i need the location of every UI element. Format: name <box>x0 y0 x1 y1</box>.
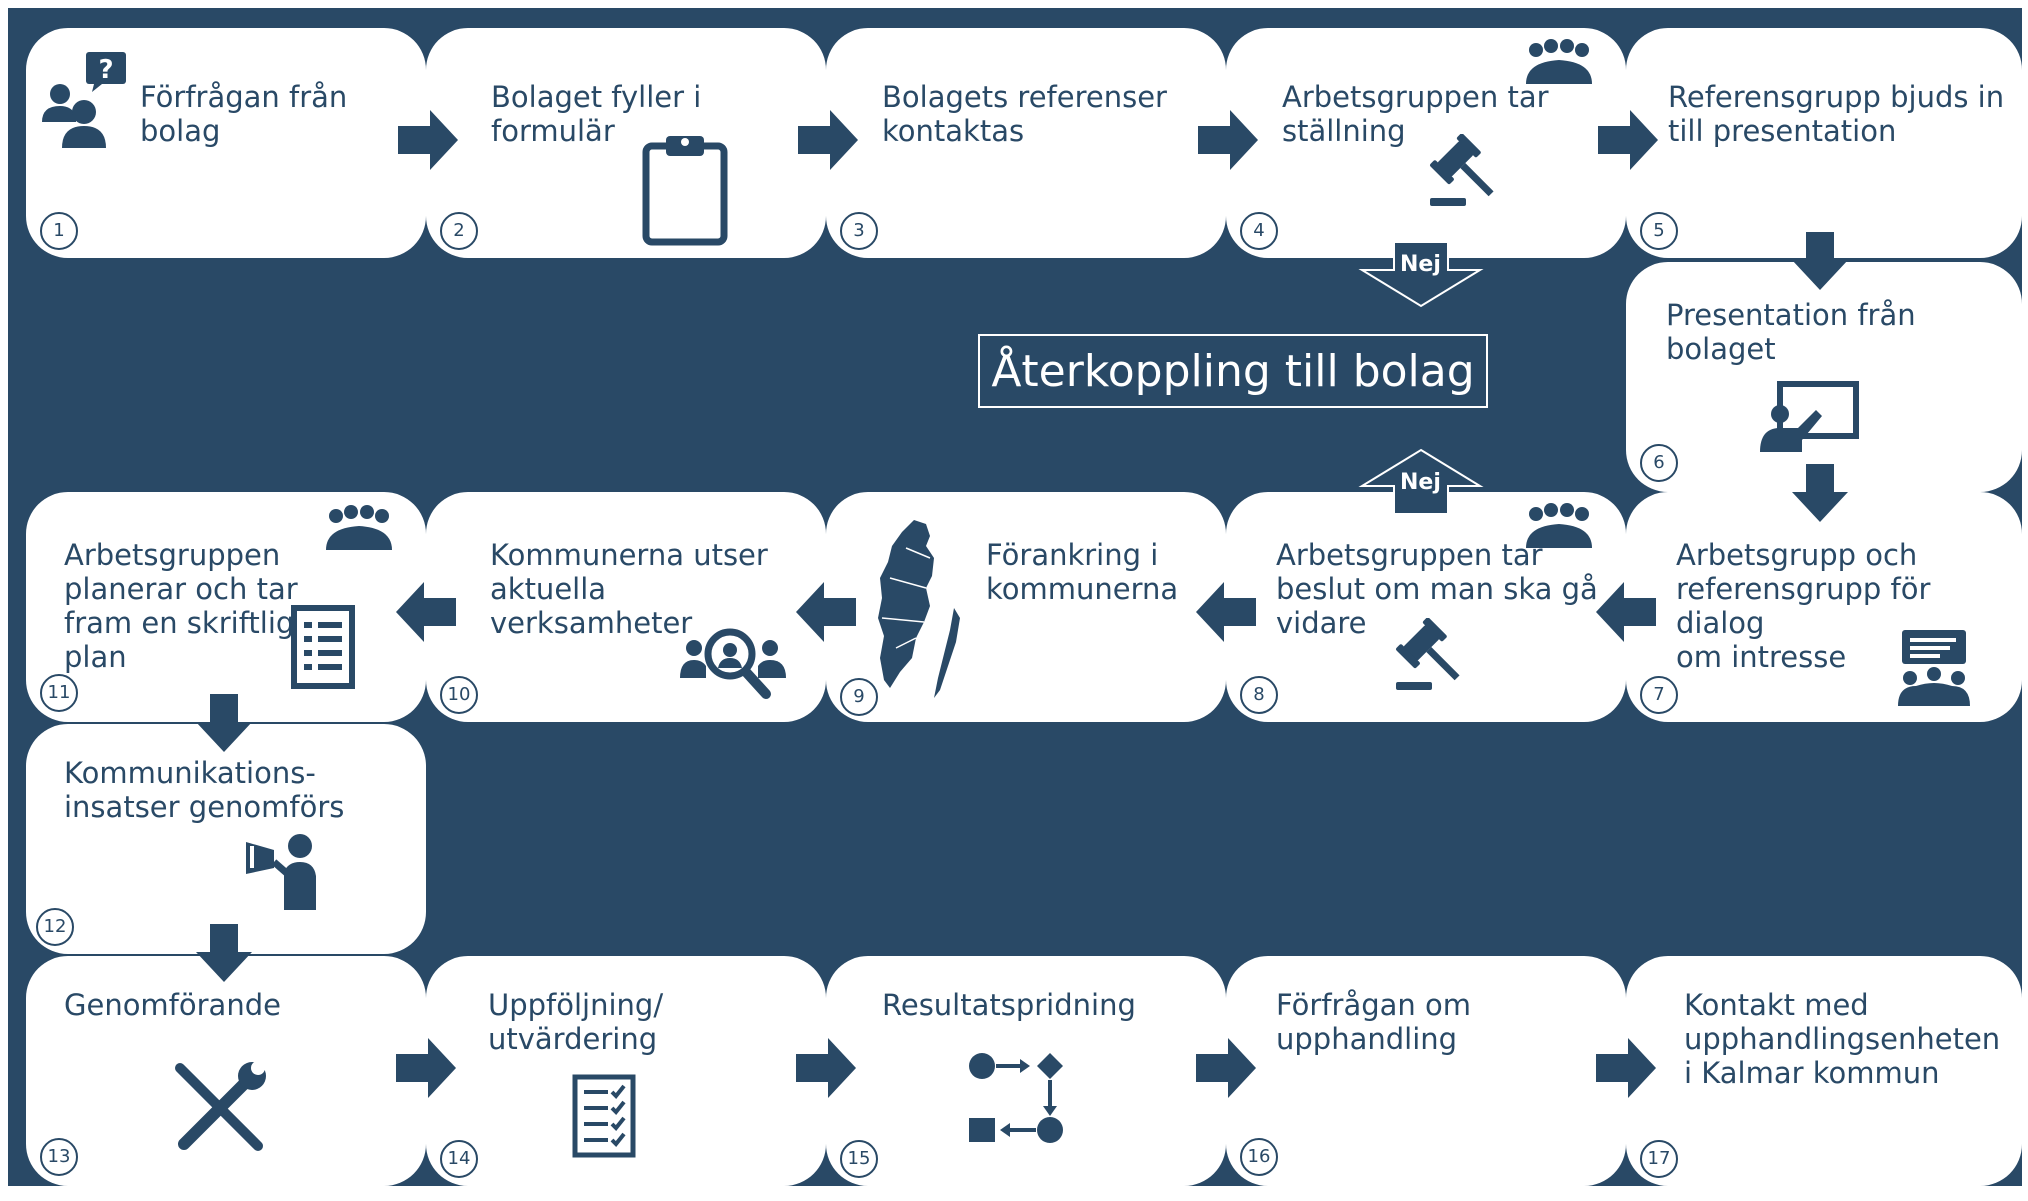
step-card-17: Kontakt med upphandlingsenheten i Kalmar… <box>1626 956 2022 1186</box>
arrow-up-outline-icon <box>1358 448 1484 515</box>
step-label: Arbetsgrupp och referensgrupp för dialog… <box>1676 538 1931 674</box>
step-card-6: Presentation från bolaget 6 <box>1626 262 2022 492</box>
step-number: 7 <box>1640 676 1678 714</box>
map-kalmar-icon <box>878 520 960 698</box>
arrow-right-icon <box>796 1038 856 1098</box>
meeting-icon <box>1898 630 1970 706</box>
step-card-5: Referensgrupp bjuds in till presentation… <box>1626 28 2022 258</box>
step-number: 9 <box>840 678 878 716</box>
step-card-11: Arbetsgruppen planerar och tar fram en s… <box>26 492 426 722</box>
people-question-icon: ? <box>42 52 126 148</box>
svg-text:?: ? <box>98 55 113 85</box>
step-card-2: Bolaget fyller i formulär 2 <box>426 28 826 258</box>
step-number: 17 <box>1640 1140 1678 1178</box>
megaphone-icon <box>246 834 316 910</box>
step-number: 16 <box>1240 1138 1278 1176</box>
arrow-down-icon <box>196 924 252 982</box>
step-number: 4 <box>1240 212 1278 250</box>
step-label: Förankring i kommunerna <box>986 538 1179 606</box>
step-label: Förfrågan från bolag <box>140 80 348 148</box>
step-card-8: Arbetsgruppen tar beslut om man ska gå v… <box>1226 492 1626 722</box>
step-label: Kommunikations- insatser genomförs <box>64 756 345 824</box>
step-number: 13 <box>40 1138 78 1176</box>
step-label: Referensgrupp bjuds in till presentation <box>1668 80 2005 148</box>
step-label: Bolaget fyller i formulär <box>491 80 702 148</box>
arrow-right-icon <box>396 1038 456 1098</box>
checklist-icon <box>572 1074 636 1158</box>
step-label: Kommunerna utser aktuella verksamheter <box>490 538 768 640</box>
step-card-4: Arbetsgruppen tar ställning 4 <box>1226 28 1626 258</box>
gavel-icon <box>1430 134 1494 206</box>
step-number: 3 <box>840 212 878 250</box>
step-card-16: Förfrågan om upphandling 16 <box>1226 956 1626 1186</box>
step-card-7: Arbetsgrupp och referensgrupp för dialog… <box>1626 492 2022 722</box>
step-number: 1 <box>40 212 78 250</box>
step-label: Resultatspridning <box>882 988 1136 1022</box>
step-card-10: Kommunerna utser aktuella verksamheter 1… <box>426 492 826 722</box>
gavel-icon <box>1396 618 1460 690</box>
arrow-right-icon <box>398 110 458 170</box>
document-list-icon <box>291 605 355 689</box>
step-number: 14 <box>440 1140 478 1178</box>
step-card-3: Bolagets referenser kontaktas 3 <box>826 28 1226 258</box>
nej-label-top: Nej <box>1400 252 1441 277</box>
arrow-down-outline-icon <box>1358 241 1484 308</box>
step-number: 10 <box>440 676 478 714</box>
step-card-15: Resultatspridning 15 <box>826 956 1226 1186</box>
arrow-down-icon <box>1792 232 1848 290</box>
step-number: 11 <box>40 674 78 712</box>
feedback-box: Återkoppling till bolag <box>978 334 1488 408</box>
step-number: 15 <box>840 1140 878 1178</box>
search-people-icon <box>680 628 786 699</box>
group-icon <box>1526 503 1592 548</box>
step-label: Genomförande <box>64 988 281 1022</box>
step-card-1: Förfrågan från bolag 1 ? <box>26 28 426 258</box>
arrow-right-icon <box>1596 1038 1656 1098</box>
arrow-left-icon <box>1196 582 1256 642</box>
arrow-down-icon <box>1792 464 1848 522</box>
step-label: Uppföljning/ utvärdering <box>488 988 664 1056</box>
step-number: 5 <box>1640 212 1678 250</box>
step-card-9: Förankring i kommunerna 9 <box>826 492 1226 722</box>
arrow-right-icon <box>1598 110 1658 170</box>
step-label: Arbetsgruppen tar beslut om man ska gå v… <box>1276 538 1598 640</box>
step-number: 6 <box>1640 444 1678 482</box>
group-icon <box>1526 39 1592 84</box>
arrow-down-icon <box>196 694 252 752</box>
arrow-right-icon <box>1196 1038 1256 1098</box>
step-label: Förfrågan om upphandling <box>1276 988 1471 1056</box>
step-number: 2 <box>440 212 478 250</box>
clipboard-icon <box>642 136 728 246</box>
group-icon <box>326 505 392 550</box>
step-label: Kontakt med upphandlingsenheten i Kalmar… <box>1684 988 2001 1090</box>
step-label: Arbetsgruppen planerar och tar fram en s… <box>64 538 298 674</box>
presentation-icon <box>1760 381 1859 452</box>
step-number: 12 <box>36 908 74 946</box>
arrow-right-icon <box>798 110 858 170</box>
arrow-left-icon <box>396 582 456 642</box>
step-number: 8 <box>1240 676 1278 714</box>
arrow-left-icon <box>1596 582 1656 642</box>
arrow-left-icon <box>796 582 856 642</box>
arrow-right-icon <box>1198 110 1258 170</box>
step-label: Presentation från bolaget <box>1666 298 1916 366</box>
process-flow-icon <box>969 1053 1063 1143</box>
tools-icon <box>175 1061 266 1151</box>
step-card-12: Kommunikations- insatser genomförs 12 <box>26 724 426 954</box>
step-label: Arbetsgruppen tar ställning <box>1282 80 1549 148</box>
step-label: Bolagets referenser kontaktas <box>882 80 1167 148</box>
nej-label-bottom: Nej <box>1400 470 1441 495</box>
step-card-13: Genomförande 13 <box>26 956 426 1186</box>
step-card-14: Uppföljning/ utvärdering 14 <box>426 956 826 1186</box>
